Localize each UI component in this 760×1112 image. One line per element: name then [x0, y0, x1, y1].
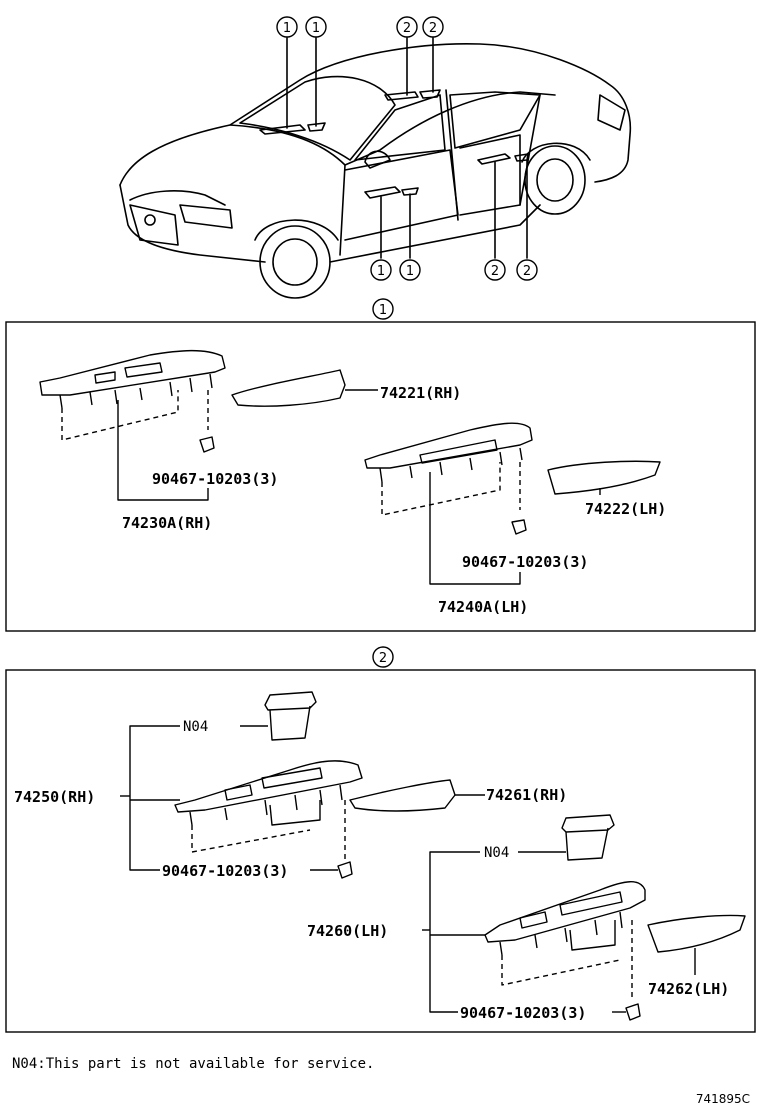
label-90467-b: 90467-10203(3)	[462, 553, 588, 571]
label-74260: 74260(LH)	[307, 922, 388, 940]
callout-2-top-b: 2	[429, 21, 437, 36]
label-n04-a: N04	[183, 719, 208, 735]
label-74250: 74250(RH)	[14, 788, 95, 806]
label-90467-d: 90467-10203(3)	[460, 1004, 586, 1022]
section-1-marker: 1	[379, 303, 387, 318]
section-1-parts	[39, 349, 661, 585]
section-2-frame	[5, 669, 756, 1033]
car-callouts	[276, 16, 538, 281]
callout-1-bottom-b: 1	[406, 264, 414, 279]
label-74221: 74221(RH)	[380, 384, 461, 402]
drawing-code: 741895C	[695, 1092, 750, 1106]
section-2-marker: 2	[379, 651, 387, 666]
callout-1-top-b: 1	[312, 21, 320, 36]
section-1-marker-circle	[372, 298, 394, 320]
callout-2-bottom-a: 2	[491, 264, 499, 279]
callout-1-top-a: 1	[283, 21, 291, 36]
car-illustration	[119, 37, 632, 299]
label-74240a: 74240A(LH)	[438, 598, 528, 616]
section-2-marker-circle	[372, 646, 394, 668]
section-1-frame	[5, 321, 756, 632]
label-n04-b: N04	[484, 845, 509, 861]
label-74230a: 74230A(RH)	[122, 514, 212, 532]
label-74262: 74262(LH)	[648, 980, 729, 998]
label-90467-a: 90467-10203(3)	[152, 470, 278, 488]
callout-1-bottom-a: 1	[377, 264, 385, 279]
section-2-parts	[120, 691, 746, 1021]
footnote: N04:This part is not available for servi…	[12, 1056, 375, 1072]
label-74222: 74222(LH)	[585, 500, 666, 518]
callout-2-top-a: 2	[403, 21, 411, 36]
label-74261: 74261(RH)	[486, 786, 567, 804]
callout-2-bottom-b: 2	[523, 264, 531, 279]
label-90467-c: 90467-10203(3)	[162, 862, 288, 880]
